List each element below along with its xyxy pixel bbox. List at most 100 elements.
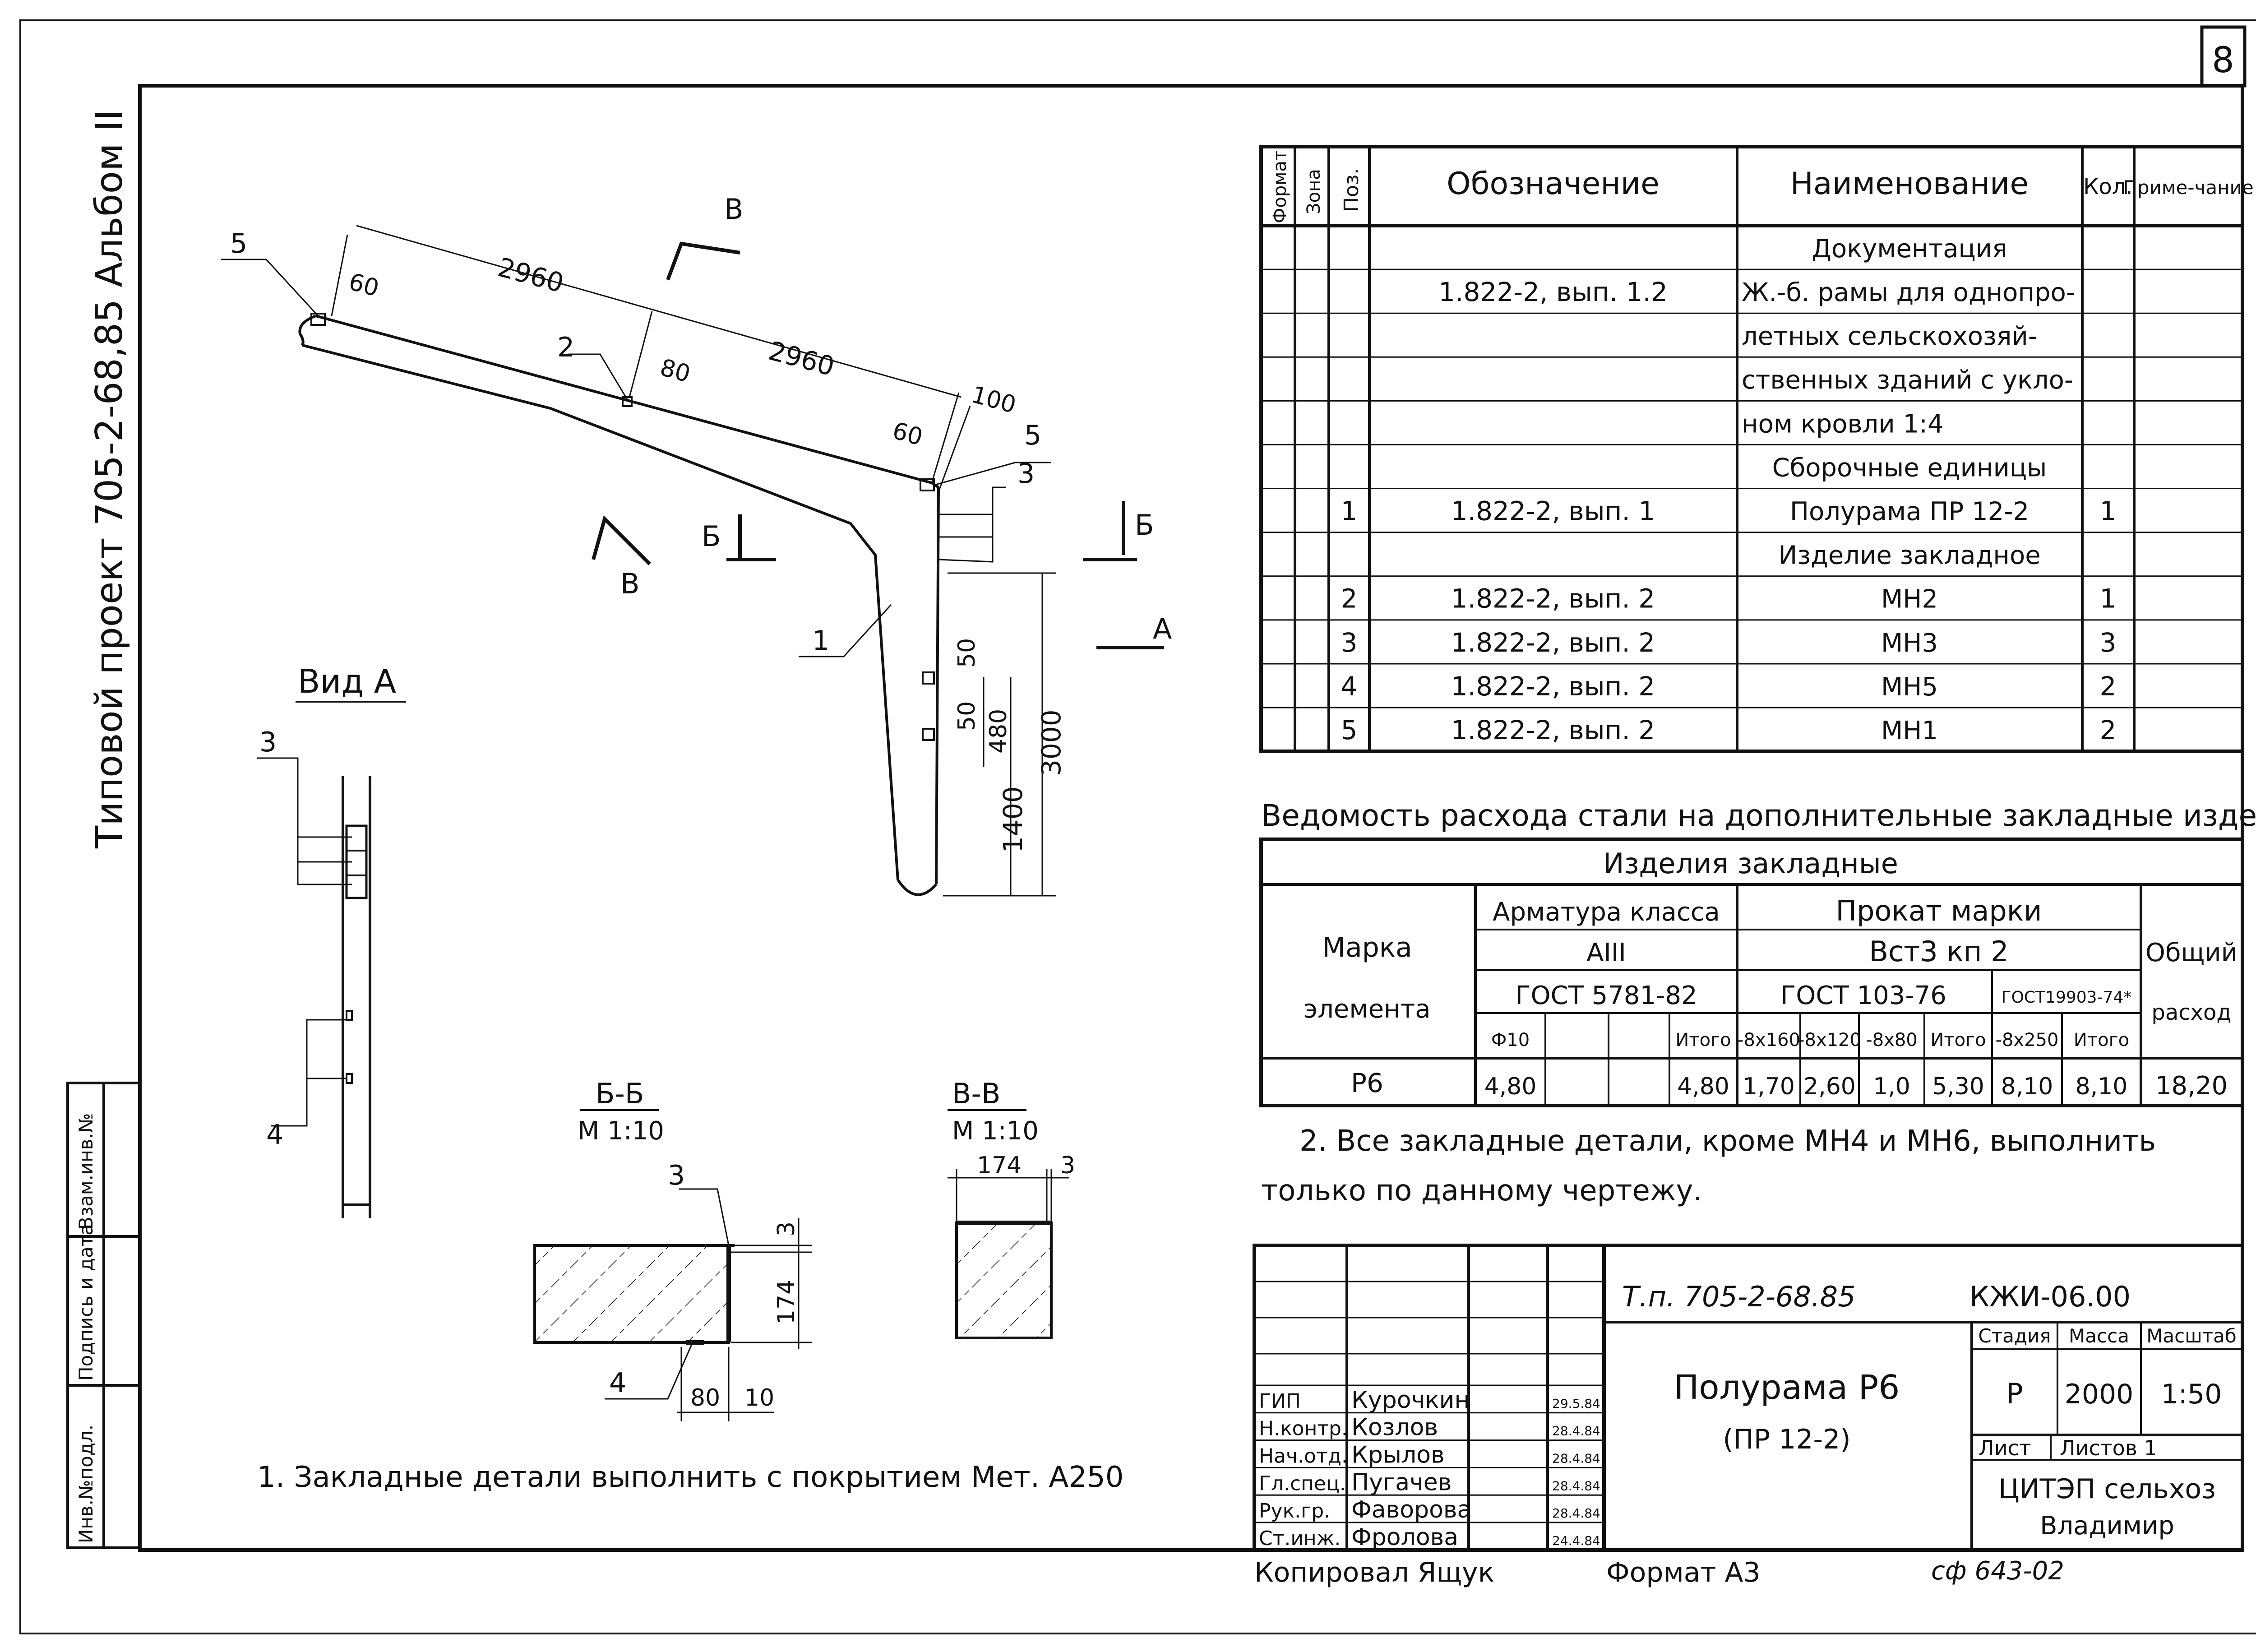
steel-row-value: 8,10	[2076, 1073, 2128, 1100]
callout-2: 2	[557, 332, 574, 363]
view-a-callout-4: 4	[266, 1119, 283, 1151]
tb-mass-label: Масса	[2069, 1325, 2129, 1347]
footer-code: сф 643-02	[1931, 1556, 2064, 1586]
margin-inv-podl: Инв.№подл.	[75, 1425, 97, 1543]
margin-stamp: Взам.инв.№ Подпись и дата Инв.№подл.	[66, 1082, 141, 1549]
spec-row-pos: 3	[1341, 627, 1358, 658]
spec-header-designation: Обозначение	[1447, 166, 1660, 202]
tb-person-role: Рук.гр.	[1259, 1499, 1330, 1522]
tb-person-name: Фролова	[1351, 1524, 1458, 1551]
tb-person-date: 29.5.84	[1552, 1396, 1600, 1411]
spec-header-zone: Зона	[1304, 169, 1324, 214]
spec-table-rows	[1261, 268, 2242, 708]
tb-person-name: Козлов	[1351, 1414, 1438, 1441]
spec-row-pos: 5	[1341, 715, 1358, 745]
section-bb-dim-174: 174	[773, 1280, 800, 1324]
spec-row-designation: 1.822-2, вып. 1	[1451, 496, 1655, 527]
tb-sheets-label: Листов 1	[2060, 1436, 2157, 1460]
section-bb-dims	[605, 1188, 812, 1421]
spec-row-designation: 1.822-2, вып. 2	[1451, 671, 1655, 702]
spec-header-name: Наименование	[1790, 166, 2029, 202]
view-a-drawing	[342, 776, 371, 1218]
steel-sub-header: -8х80	[1866, 1030, 1917, 1050]
steel-rebar-gost: ГОСТ 5781-82	[1515, 981, 1697, 1010]
spec-row-name: Документация	[1812, 234, 2007, 264]
callout-5-left: 5	[230, 228, 247, 259]
dim-50-b: 50	[953, 701, 980, 731]
steel-rolled-header: Прокат марки	[1835, 894, 2042, 927]
steel-row-value: 4,80	[1677, 1073, 1729, 1100]
spec-header-note: Приме-чание	[2123, 176, 2253, 199]
dim-3000: 3000	[1036, 709, 1067, 776]
dim-2960-a: 2960	[495, 252, 567, 299]
tb-org-2: Владимир	[2040, 1511, 2174, 1541]
section-bb-scale: М 1:10	[578, 1116, 664, 1146]
steel-row-value: 1,0	[1873, 1073, 1910, 1100]
steel-table-grid	[1259, 838, 2244, 1107]
section-vv-dim-174: 174	[977, 1152, 1022, 1179]
view-a-title: Вид А	[298, 662, 396, 700]
title-block-rows	[1254, 1281, 1604, 1523]
tb-person-date: 28.4.84	[1552, 1424, 1600, 1439]
spec-row-name: МН3	[1881, 629, 1938, 658]
section-vv-scale: М 1:10	[952, 1116, 1039, 1146]
spec-row-pos: 1	[1341, 496, 1358, 527]
spec-row-qty: 1	[2100, 583, 2117, 614]
tb-person-date: 24.4.84	[1552, 1533, 1600, 1548]
spec-row-pos: 2	[1341, 583, 1358, 614]
steel-row-value: 2,60	[1803, 1073, 1856, 1100]
tb-stage: Р	[2006, 1377, 2023, 1410]
steel-row-value: 4,80	[1484, 1073, 1537, 1100]
tb-person-role: Гл.спец.	[1259, 1472, 1346, 1495]
note-2-line-1: 2. Все закладные детали, кроме МН4 и МН6…	[1299, 1124, 2156, 1158]
steel-sub-header: Итого	[1675, 1030, 1731, 1050]
spec-row-name: МН5	[1881, 672, 1938, 702]
dim-2960-b: 2960	[765, 335, 837, 382]
callout-3: 3	[1017, 458, 1035, 490]
spec-row-name: ном кровли 1:4	[1742, 409, 1944, 439]
section-bb-drawing	[533, 1244, 735, 1345]
section-bb-dim-3: 3	[773, 1222, 800, 1236]
side-label: Типовой проект 705-2-68,85 Альбом II	[88, 110, 131, 849]
section-mark-a: А	[1153, 612, 1172, 645]
section-vv-drawing	[955, 1221, 1053, 1339]
dim-480: 480	[985, 709, 1012, 754]
tb-person-name: Курочкин	[1351, 1387, 1470, 1414]
spec-row-qty: 2	[2100, 671, 2117, 702]
dim-60-b: 60	[890, 417, 925, 451]
margin-vzam: Взам.инв.№	[75, 1113, 97, 1230]
spec-row-designation: 1.822-2, вып. 1.2	[1438, 277, 1668, 307]
section-mark-b-right: Б	[1135, 509, 1154, 541]
dim-1400: 1400	[998, 786, 1028, 853]
dim-60-a: 60	[346, 268, 382, 302]
steel-sub-header: Итого	[2074, 1030, 2129, 1050]
note-2-line-2: только по данному чертежу.	[1261, 1174, 1702, 1208]
spec-row-designation: 1.822-2, вып. 2	[1451, 627, 1655, 658]
spec-header-pos: Поз.	[1340, 168, 1363, 212]
spec-row-qty: 1	[2100, 496, 2117, 527]
callout-1: 1	[812, 625, 829, 657]
tb-scale-label: Масштаб	[2146, 1325, 2237, 1347]
tb-title-1: Полурама Р6	[1674, 1368, 1900, 1407]
tb-person-date: 28.4.84	[1552, 1451, 1600, 1466]
steel-row-value: 5,30	[1932, 1073, 1984, 1100]
steel-total-1: Общий	[2145, 938, 2238, 967]
spec-row-name: МН1	[1881, 716, 1938, 745]
steel-sub-header: -8х160	[1737, 1030, 1800, 1050]
steel-rolled-gost-2: ГОСТ19903-74*	[2002, 988, 2132, 1007]
margin-podpis: Подпись и дата	[75, 1224, 97, 1381]
section-bb-dim-80: 80	[690, 1384, 720, 1411]
view-a-leaders	[257, 757, 352, 1127]
spec-row-qty: 2	[2100, 715, 2117, 745]
dim-100: 100	[969, 381, 1019, 419]
steel-table-title: Ведомость расхода стали на дополнительны…	[1261, 798, 2256, 833]
steel-rolled-gost-1: ГОСТ 103-76	[1780, 981, 1946, 1010]
steel-group-header: Изделия закладные	[1603, 847, 1898, 880]
section-vv-dim-3: 3	[1060, 1152, 1075, 1179]
section-markers	[592, 241, 1164, 649]
tb-person-name: Пугачев	[1351, 1469, 1452, 1496]
